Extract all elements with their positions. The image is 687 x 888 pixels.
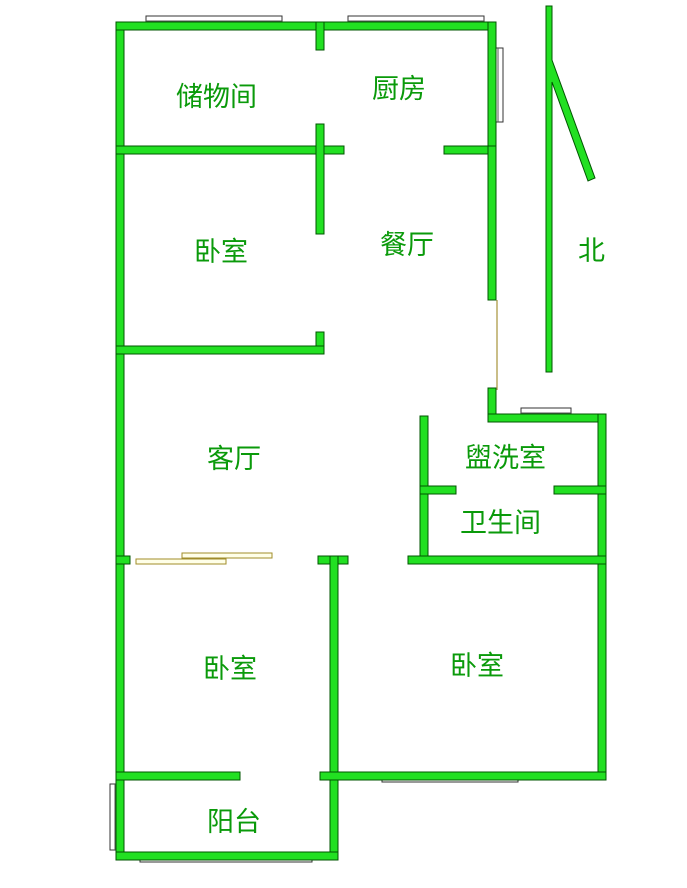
room-label-washroom: 盥洗室 — [465, 443, 546, 474]
wall-living-south-left — [115, 555, 131, 565]
room-labels: 储物间 厨房 餐厅 卧室 客厅 盥洗室 卫生间 卧室 卧室 阳台 — [176, 74, 546, 838]
wall-top — [115, 21, 497, 31]
room-label-bedroom-sw: 卧室 — [203, 654, 257, 685]
wall-bedroom-dining — [315, 123, 325, 235]
wall-bedroom-nw-south — [115, 345, 325, 355]
wall-balcony-south — [115, 851, 339, 861]
wall-storage-south — [115, 145, 345, 155]
wall-east-dining — [487, 145, 497, 301]
wall-east-kitchen — [487, 21, 497, 153]
room-label-dining: 餐厅 — [380, 230, 434, 261]
wall-washroom-divider-left — [419, 485, 457, 495]
sliding-door — [135, 552, 273, 565]
room-label-storage: 储物间 — [176, 82, 257, 113]
room-label-kitchen: 厨房 — [372, 74, 426, 105]
wall-washroom-east — [597, 413, 607, 781]
wall-bedroom-divider — [329, 555, 339, 861]
windows — [109, 15, 572, 863]
wall-bedroom-se-south — [319, 771, 607, 781]
wall-storage-kitchen — [315, 21, 325, 51]
wall-washroom-divider-right — [553, 485, 607, 495]
room-label-bedroom-nw: 卧室 — [194, 237, 248, 268]
wall-living-south-right — [407, 555, 607, 565]
compass-north-label: 北 — [578, 236, 605, 267]
north-arrow-icon — [545, 5, 596, 373]
room-label-toilet: 卫生间 — [460, 508, 541, 539]
compass: 北 — [545, 5, 605, 373]
wall-washroom-north — [487, 413, 607, 423]
room-label-living: 客厅 — [207, 444, 261, 475]
wall-balcony-north — [115, 771, 241, 781]
walls — [115, 21, 607, 861]
room-label-bedroom-se: 卧室 — [450, 651, 504, 682]
room-label-balcony: 阳台 — [207, 807, 261, 838]
